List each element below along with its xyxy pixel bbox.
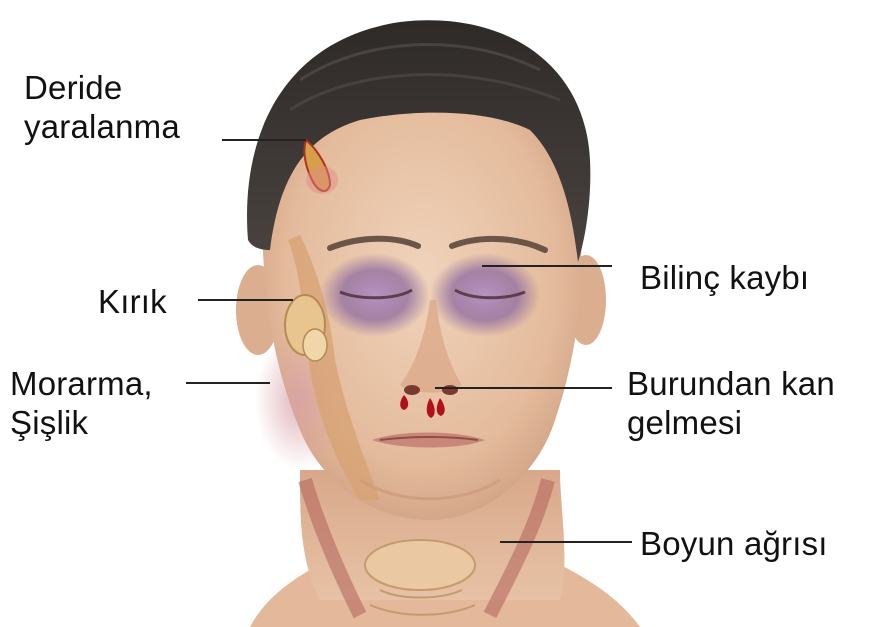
- label-bilinc-text: Bilinç kaybı: [640, 258, 809, 297]
- label-burun-line2: gelmesi: [627, 403, 835, 442]
- label-boyun: Boyun ağrısı: [640, 524, 828, 563]
- label-morarma-line2: Şişlik: [10, 403, 153, 442]
- label-burun: Burundan kan gelmesi: [627, 364, 835, 442]
- label-deride-line2: yaralanma: [24, 107, 180, 146]
- label-bilinc: Bilinç kaybı: [640, 258, 809, 297]
- label-morarma-line1: Morarma,: [10, 364, 153, 403]
- eye-bruise-left: [320, 253, 430, 337]
- label-morarma: Morarma, Şişlik: [10, 364, 153, 442]
- label-burun-line1: Burundan kan: [627, 364, 835, 403]
- label-kirik: Kırık: [98, 282, 167, 321]
- label-deride: Deride yaralanma: [24, 68, 180, 146]
- label-deride-line1: Deride: [24, 68, 180, 107]
- label-boyun-text: Boyun ağrısı: [640, 524, 828, 563]
- label-kirik-text: Kırık: [98, 282, 167, 321]
- larynx: [365, 540, 475, 590]
